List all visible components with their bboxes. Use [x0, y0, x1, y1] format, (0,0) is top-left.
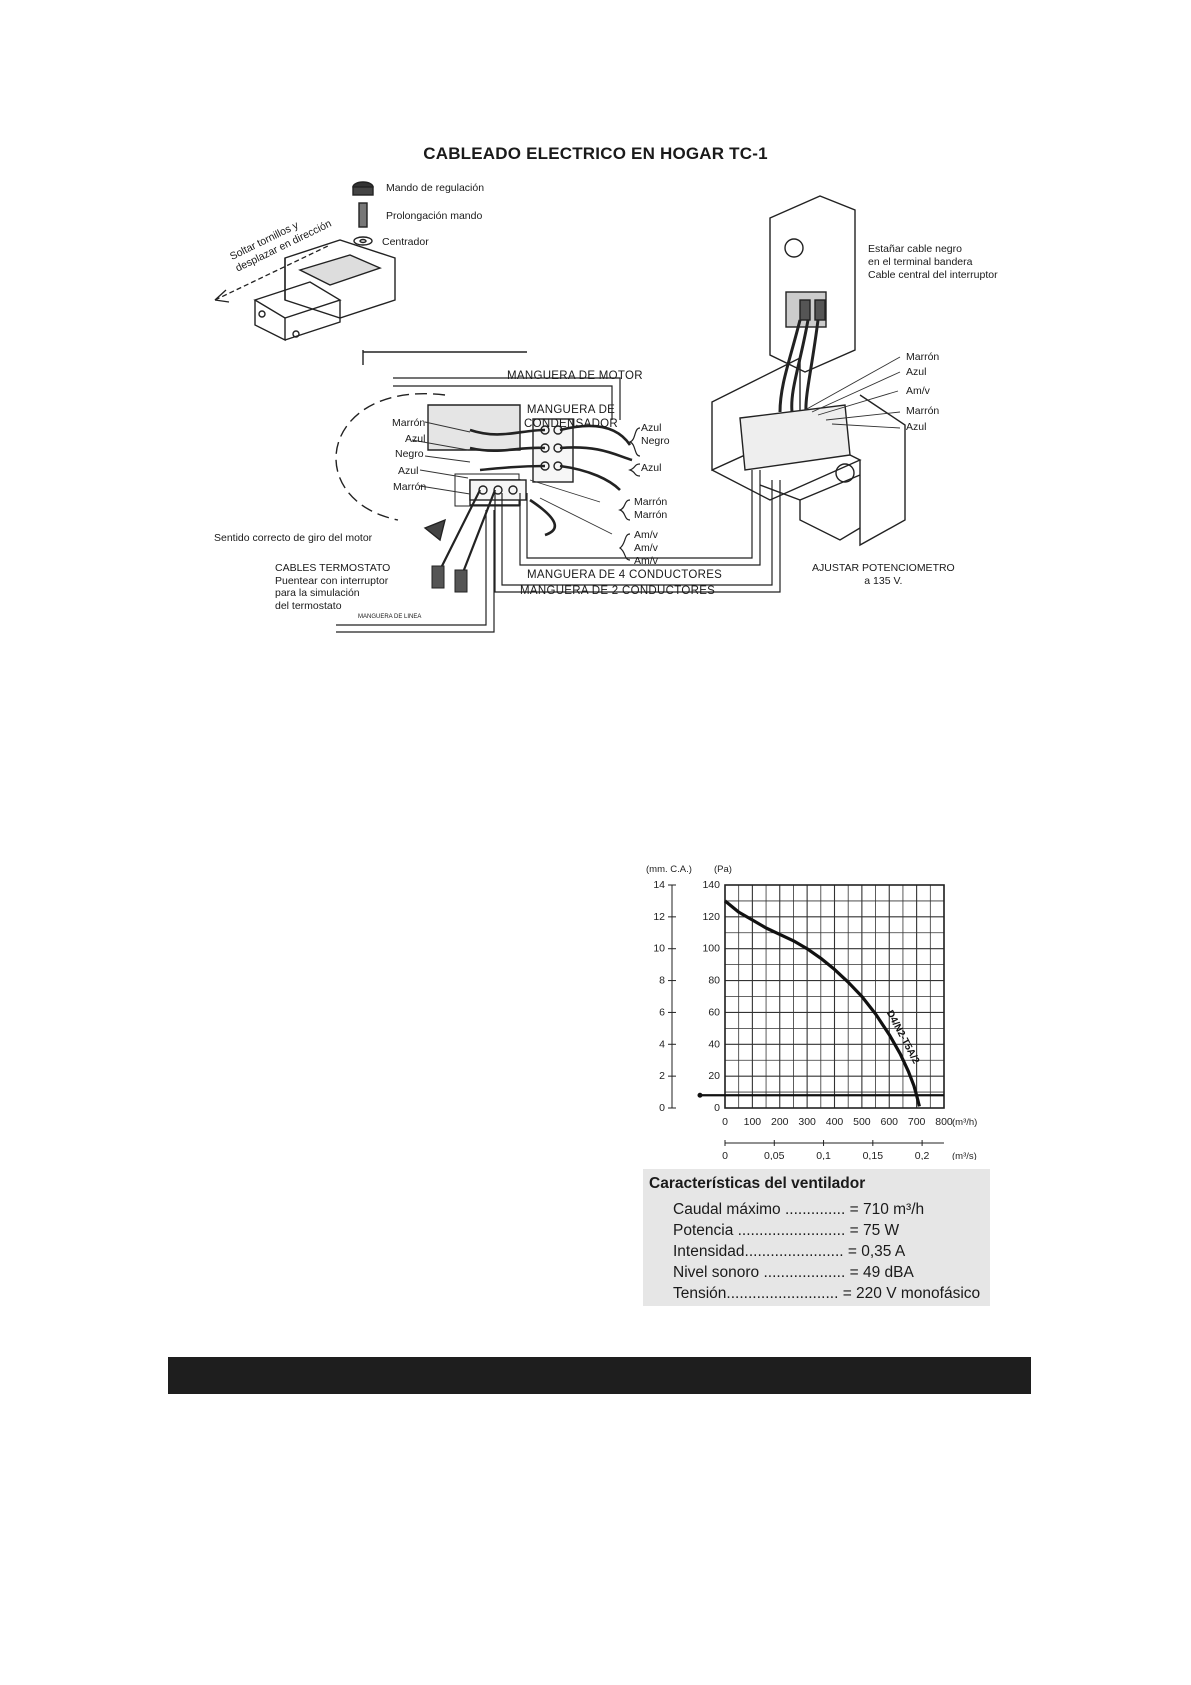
label-manguera-motor: MANGUERA DE MOTOR: [507, 370, 643, 382]
x-tick-label: 300: [798, 1116, 816, 1128]
x-tick-label: 600: [880, 1116, 898, 1128]
y-tick-label-pa: 80: [708, 975, 720, 987]
y-tick-label-pa: 20: [708, 1070, 720, 1082]
reference-dot: [697, 1092, 703, 1098]
spec-row-nivel-sonoro: Nivel sonoro ................... = 49 dB…: [673, 1264, 914, 1281]
spec-row-caudal: Caudal máximo .............. = 710 m³/h: [673, 1201, 925, 1218]
y-tick-label-pa: 0: [714, 1102, 720, 1114]
x-tick-label: 700: [908, 1116, 926, 1128]
y-tick-label-mm: 6: [659, 1006, 665, 1018]
label-right-amv: Am/v: [906, 385, 930, 397]
y-tick-label-mm: 10: [653, 943, 665, 955]
spec-row-tension: Tensión.......................... = 220 …: [673, 1285, 981, 1302]
y-tick-label-mm: 8: [659, 975, 665, 987]
y-axis-label-pa: (Pa): [714, 864, 732, 875]
x2-tick-label: 0,2: [915, 1150, 930, 1160]
spec-row-intensidad: Intensidad....................... = 0,35…: [673, 1243, 906, 1260]
y-tick-label-mm: 2: [659, 1070, 665, 1082]
label-right-marron: Marrón: [906, 351, 940, 363]
label-left-azul: Azul: [405, 433, 426, 445]
label-mid-marron: Marrón: [634, 496, 668, 508]
y-tick-label-mm: 0: [659, 1102, 665, 1114]
x2-tick-label: 0,15: [863, 1150, 884, 1160]
label-amv-1: Am/v: [634, 529, 658, 541]
y-tick-label-pa: 120: [702, 911, 720, 923]
y-tick-label-pa: 140: [702, 879, 720, 891]
x-tick-label: 400: [826, 1116, 844, 1128]
y-tick-label-pa: 60: [708, 1006, 720, 1018]
label-amv-3: Am/v: [634, 555, 658, 567]
label-prolongacion: Prolongación mando: [386, 210, 483, 222]
wiring-diagram: [214, 181, 906, 633]
y-axis-label-mm: (mm. C.A.): [646, 864, 692, 875]
knob-assembly: [253, 181, 396, 342]
right-housing: [711, 356, 906, 547]
label-right-marron2: Marrón: [906, 405, 940, 417]
label-mid-negro: Negro: [641, 435, 670, 447]
label-left-negro: Negro: [395, 448, 424, 460]
label-left-marron: Marrón: [392, 417, 426, 429]
fan-curve-line: [723, 899, 921, 1107]
switch-bracket: [769, 195, 856, 373]
label-mid-marron2: Marrón: [634, 509, 668, 521]
y-tick-label-mm: 12: [653, 911, 665, 923]
y-tick-label-mm: 14: [653, 879, 665, 891]
specs-heading: Características del ventilador: [649, 1175, 866, 1192]
footer-bar: [168, 1357, 1031, 1394]
x2-axis-label: (m³/s): [952, 1151, 977, 1160]
x-tick-label: 800: [935, 1116, 953, 1128]
diagram-title: CABLEADO ELECTRICO EN HOGAR TC-1: [423, 144, 768, 163]
label-centrador: Centrador: [382, 236, 429, 248]
x2-tick-label: 0: [722, 1150, 728, 1160]
x-tick-label: 200: [771, 1116, 789, 1128]
spec-row-potencia: Potencia ......................... = 75 …: [673, 1222, 900, 1239]
label-mid-azul2: Azul: [641, 462, 662, 474]
label-right-azul: Azul: [906, 366, 927, 378]
specs-box: Características del ventilador Caudal má…: [643, 1169, 990, 1306]
label-manguera-linea: MANGUERA DE LINEA: [358, 614, 422, 620]
y-tick-label-mm: 4: [659, 1038, 665, 1050]
label-mid-azul: Azul: [641, 422, 662, 434]
plot-frame: [724, 884, 945, 1109]
x2-tick-label: 0,1: [816, 1150, 831, 1160]
label-right-azul2: Azul: [906, 421, 927, 433]
x-tick-label: 0: [722, 1116, 728, 1128]
y-tick-label-pa: 40: [708, 1038, 720, 1050]
label-left-marron2: Marrón: [393, 481, 427, 493]
x-axis-label: (m³/h): [952, 1117, 977, 1128]
label-sentido: Sentido correcto de giro del motor: [214, 532, 373, 544]
hoses: [336, 377, 781, 633]
label-manguera-4: MANGUERA DE 4 CONDUCTORES: [527, 569, 723, 581]
label-mando: Mando de regulación: [386, 182, 485, 194]
y-tick-label-pa: 100: [702, 943, 720, 955]
label-left-azul2: Azul: [398, 465, 419, 477]
x2-tick-label: 0,05: [764, 1150, 785, 1160]
label-amv-2: Am/v: [634, 542, 658, 554]
label-manguera-2: MANGUERA DE 2 CONDUCTORES: [520, 585, 716, 597]
x-tick-label: 100: [744, 1116, 762, 1128]
x-tick-label: 500: [853, 1116, 871, 1128]
